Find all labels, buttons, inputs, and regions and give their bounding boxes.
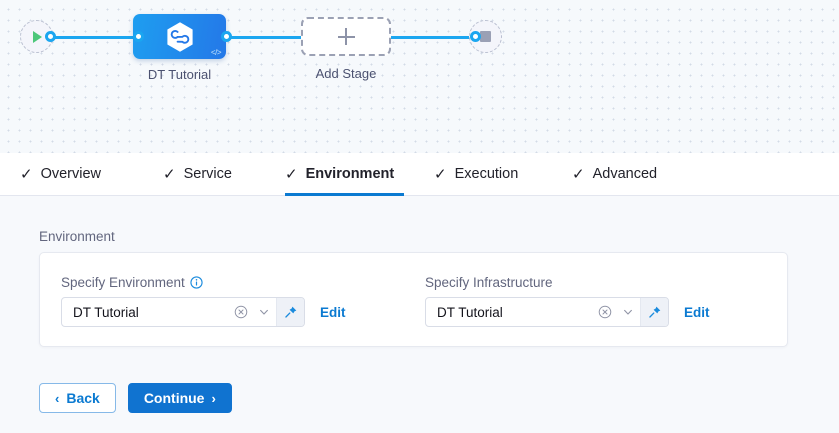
- tab-environment[interactable]: ✓ Environment: [285, 153, 405, 196]
- specify-infrastructure-label-row: Specify Infrastructure: [425, 275, 710, 290]
- stage-node-output-port[interactable]: [221, 31, 232, 42]
- start-node-port[interactable]: [45, 31, 56, 42]
- environment-panel: Environment Specify Environment: [0, 196, 839, 433]
- specify-infrastructure-row: DT Tutorial: [425, 297, 710, 327]
- infrastructure-select[interactable]: DT Tutorial: [425, 297, 669, 327]
- environment-card: Specify Environment DT Tutorial: [39, 252, 788, 347]
- tab-service[interactable]: ✓ Service: [163, 153, 232, 196]
- environment-select-value: DT Tutorial: [73, 304, 139, 320]
- edge-add-to-end: [388, 36, 475, 39]
- tab-label: Advanced: [592, 166, 658, 182]
- back-button-label: Back: [66, 390, 100, 406]
- tab-overview[interactable]: ✓ Overview: [20, 153, 101, 196]
- code-icon: </>: [210, 48, 222, 57]
- info-icon[interactable]: [190, 276, 203, 289]
- infrastructure-select-value: DT Tutorial: [437, 304, 503, 320]
- tab-label: Service: [183, 166, 232, 182]
- end-node-port[interactable]: [470, 31, 481, 42]
- tab-label: Overview: [40, 166, 102, 182]
- pipeline-canvas[interactable]: </> DT Tutorial Add Stage: [0, 0, 839, 153]
- specify-infrastructure-label: Specify Infrastructure: [425, 275, 553, 290]
- clear-circle-icon[interactable]: [230, 305, 252, 319]
- edge-start-to-stage: [44, 36, 138, 39]
- stage-tab-bar: ✓ Overview ✓ Service ✓ Environment ✓ Exe…: [0, 153, 839, 196]
- back-button[interactable]: ‹ Back: [39, 383, 116, 413]
- specify-environment-label-row: Specify Environment: [61, 275, 346, 290]
- chevron-down-icon[interactable]: [616, 306, 640, 318]
- add-stage-label: Add Stage: [315, 66, 377, 81]
- stop-square-icon: [480, 31, 491, 42]
- continue-button-label: Continue: [143, 390, 205, 406]
- tab-advanced[interactable]: ✓ Advanced: [572, 153, 657, 196]
- tab-label: Environment: [305, 166, 395, 182]
- specify-environment-row: DT Tutorial: [61, 297, 346, 327]
- stage-node-input-port[interactable]: [133, 31, 144, 42]
- tab-label: Execution: [454, 166, 519, 182]
- play-icon: [33, 30, 42, 43]
- pushpin-icon: [284, 306, 296, 318]
- tab-execution[interactable]: ✓ Execution: [434, 153, 518, 196]
- edge-stage-to-add: [226, 36, 304, 39]
- specify-environment-group: Specify Environment DT Tutorial: [61, 275, 346, 327]
- stage-node-label: DT Tutorial: [147, 67, 212, 82]
- harness-hexagon-icon: [166, 21, 193, 52]
- stage-node-dt-tutorial[interactable]: </>: [133, 14, 226, 59]
- check-icon: ✓: [434, 165, 447, 183]
- environment-select[interactable]: DT Tutorial: [61, 297, 305, 327]
- pushpin-icon-button[interactable]: [640, 298, 668, 326]
- chevron-left-icon: ‹: [55, 390, 60, 406]
- check-icon: ✓: [163, 165, 176, 183]
- continue-button[interactable]: Continue ›: [127, 383, 232, 413]
- pushpin-icon-button[interactable]: [276, 298, 304, 326]
- clear-circle-icon[interactable]: [594, 305, 616, 319]
- chevron-down-icon[interactable]: [252, 306, 276, 318]
- chevron-right-icon: ›: [211, 390, 216, 406]
- check-icon: ✓: [572, 165, 585, 183]
- infrastructure-edit-link[interactable]: Edit: [684, 304, 710, 320]
- check-icon: ✓: [20, 165, 33, 183]
- pushpin-icon: [648, 306, 660, 318]
- add-stage-button[interactable]: [301, 17, 391, 56]
- specify-infrastructure-group: Specify Infrastructure DT Tutorial: [425, 275, 710, 327]
- plus-icon-vertical: [345, 28, 347, 45]
- footer-buttons: ‹ Back Continue ›: [39, 383, 232, 413]
- section-title: Environment: [39, 229, 115, 244]
- check-icon: ✓: [285, 165, 298, 183]
- environment-edit-link[interactable]: Edit: [320, 304, 346, 320]
- specify-environment-label: Specify Environment: [61, 275, 185, 290]
